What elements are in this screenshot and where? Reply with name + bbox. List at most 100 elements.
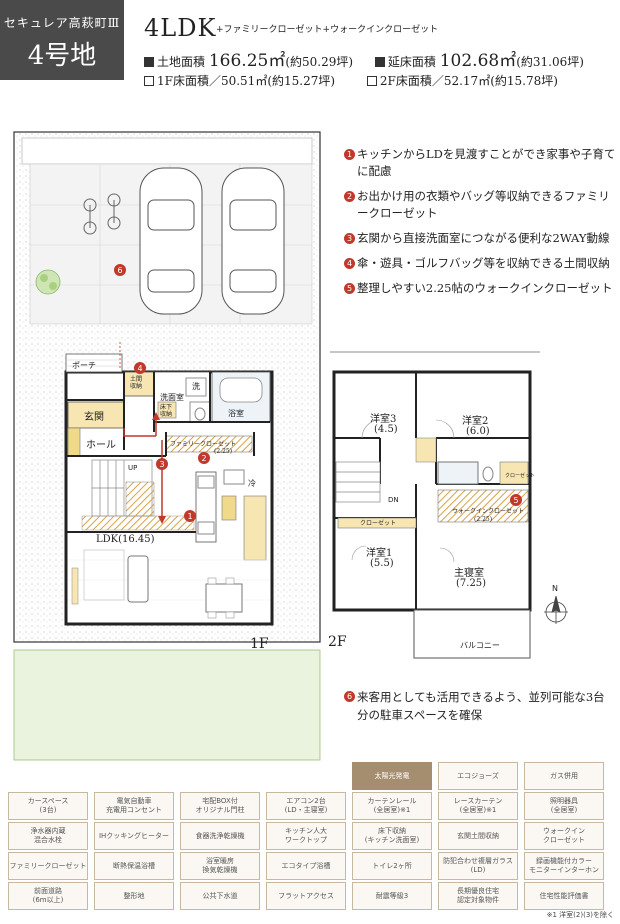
first-floor-area: 1F床面積／50.51㎡(約15.27坪) — [157, 74, 336, 88]
floor-area-tsubo: (約31.06坪) — [516, 55, 584, 69]
fridge-label: 冷 — [248, 479, 256, 488]
wic-size: (2.25) — [474, 516, 493, 523]
equipment-cell: ガス併用 — [524, 762, 604, 790]
floor-area-value: 102.68㎡ — [439, 51, 517, 71]
equipment-cell: カースペース (3台) — [8, 792, 88, 820]
equipment-cell: 宅配BOX付 オリジナル門柱 — [180, 792, 260, 820]
car-icon — [221, 167, 285, 315]
hall-label: ホール — [86, 440, 116, 451]
feature-text: 玄関から直接洗面室につながる便利な2WAY動線 — [357, 231, 610, 245]
room1-size: (5.5) — [370, 558, 394, 569]
equipment-cell: 浴室暖房 換気乾燥機 — [180, 852, 260, 880]
equipment-cell: エコジョーズ — [438, 762, 518, 790]
equipment-cell: ファミリークローゼット — [8, 852, 88, 880]
floor-area-label: 延床面積 — [387, 55, 436, 69]
feature-number: 5 — [344, 283, 355, 294]
plan-extra: +ファミリークローゼット+ウォークインクローゼット — [216, 25, 439, 35]
room3-size: (4.5) — [374, 424, 398, 435]
equipment-cell: カーテンレール (全居室)※1 — [352, 792, 432, 820]
family-closet-label: ファミリークローゼット — [170, 441, 237, 448]
open-square-icon — [366, 76, 377, 86]
lot-number: 4号地 — [27, 41, 97, 71]
land-area-label: 土地面積 — [157, 55, 206, 69]
feature-number: 6 — [344, 691, 355, 702]
equipment-cell: 食器洗浄乾燥機 — [180, 822, 260, 850]
equipment-cell: 録画機能付カラー モニターインターホン — [524, 852, 604, 880]
svg-text:3: 3 — [159, 460, 164, 469]
washroom-label: 洗面室 — [160, 393, 184, 402]
washer-label: 洗 — [192, 382, 200, 391]
svg-text:6: 6 — [117, 266, 122, 275]
equipment-cell: 太陽光発電 — [352, 762, 432, 790]
land-area-tsubo: (約50.29坪) — [285, 55, 354, 69]
equipment-cell: 玄関土間収納 — [438, 822, 518, 850]
filled-square-icon — [144, 57, 154, 67]
feature-text: 来客用としても活用できるよう、並列可能な3台分の駐車スペースを確保 — [357, 690, 605, 722]
equipment-cell: 防犯合わせ複層ガラス (LD) — [438, 852, 518, 880]
filled-square-icon — [374, 57, 385, 67]
marker-group: 6 4 2 3 1 5 — [114, 264, 522, 522]
open-square-icon — [144, 76, 154, 86]
room1-label: 洋室1 — [366, 548, 393, 559]
svg-text:2: 2 — [201, 454, 206, 463]
equipment-cell: IHクッキングヒーター — [94, 822, 174, 850]
equipment-cell: 床下収納 (キッチン洗面室) — [352, 822, 432, 850]
plant-icon — [35, 269, 61, 295]
balcony-label: バルコニー — [460, 641, 500, 650]
lot-badge: セキュレア高萩町Ⅲ 4号地 — [0, 0, 124, 80]
area-row-main: 土地面積 166.25㎡(約50.29坪) 延床面積 102.68㎡(約31.0… — [144, 46, 584, 71]
flow-arrow — [123, 412, 166, 524]
genkan-label: 玄関 — [84, 412, 104, 423]
car-icon — [139, 167, 203, 315]
equipment-cell: 電気自動車 充電用コンセント — [94, 792, 174, 820]
bathroom-label: 浴室 — [228, 409, 244, 418]
area-row-floors: 1F床面積／50.51㎡(約15.27坪) 2F床面積／52.17㎡(約15.7… — [144, 72, 558, 89]
stairs-up-label: UP — [128, 464, 138, 472]
equipment-cell: 整形地 — [94, 882, 174, 910]
room3-label: 洋室3 — [370, 414, 397, 425]
north-label: N — [552, 584, 558, 593]
svg-text:5: 5 — [513, 496, 518, 505]
equipment-cell: トイレ2ヶ所 — [352, 852, 432, 880]
equipment-cell: フラットアクセス — [266, 882, 346, 910]
master-bedroom-label: 主寝室 — [454, 568, 484, 579]
closet-label-lower: クローゼット — [360, 520, 397, 527]
land-area-value: 166.25㎡ — [208, 51, 286, 71]
equipment-cell: 前面道路 (6m以上) — [8, 882, 88, 910]
equipment-cell: キッチン人大 ワークトップ — [266, 822, 346, 850]
equipment-cell: 公共下水道 — [180, 882, 260, 910]
equipment-cell: 断熱保温浴槽 — [94, 852, 174, 880]
master-bedroom-size: (7.25) — [456, 578, 487, 589]
equipment-cell: 照明器具 (全居室) — [524, 792, 604, 820]
wic-label: ウォークインクローゼット — [452, 508, 525, 515]
feature-text: 傘・遊具・ゴルフバッグ等を収納できる土間収納 — [357, 256, 610, 270]
equipment-cell: エコタイプ浴槽 — [266, 852, 346, 880]
equipment-cell: 長期優良住宅 認定対象物件 — [438, 882, 518, 910]
north-arrow-icon — [544, 595, 568, 624]
series-name: セキュレア高萩町Ⅲ — [3, 16, 121, 30]
feature-number: 3 — [344, 233, 355, 244]
ldk-label: LDK(16.45) — [96, 534, 155, 545]
doma-storage-label: 土間 収納 — [130, 376, 143, 390]
equipment-cell: 耐震等級3 — [352, 882, 432, 910]
equipment-cell: ウォークイン クローゼット — [524, 822, 604, 850]
feature-item-parking: 6 来客用としても活用できるよう、並列可能な3台分の駐車スペースを確保 — [344, 688, 614, 724]
porch-label: ポーチ — [72, 361, 96, 370]
stairs-down-label: DN — [388, 496, 399, 504]
room2-size: (6.0) — [466, 426, 490, 437]
closet-label-upper: クローゼット — [505, 473, 536, 479]
feature-number: 4 — [344, 258, 355, 269]
equipment-cell: レースカーテン (全居室)※1 — [438, 792, 518, 820]
room2-label: 洋室2 — [462, 416, 489, 427]
family-closet-size: (2.25) — [214, 448, 233, 455]
feature-text: キッチンからLDを見渡すことができ家事や子育てに配慮 — [357, 147, 616, 178]
svg-text:1: 1 — [187, 512, 192, 521]
equipment-cell: 浄水器内蔵 混合水栓 — [8, 822, 88, 850]
second-floor-area: 2F床面積／52.17㎡(約15.78坪) — [379, 74, 558, 88]
plan-type: 4LDK — [144, 14, 217, 42]
feature-text: 整理しやすい2.25帖のウォークインクローゼット — [357, 281, 613, 295]
